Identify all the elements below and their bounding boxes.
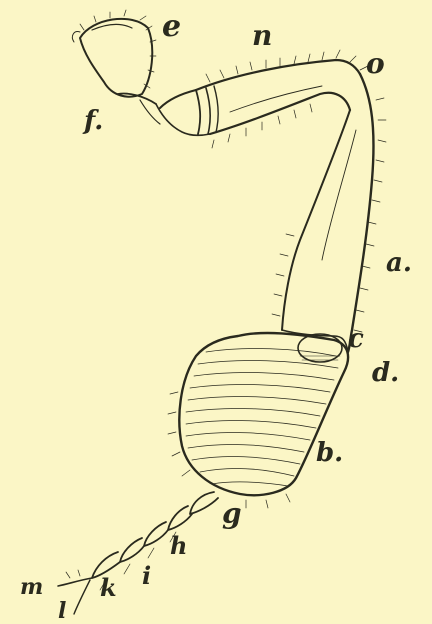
label-b: b. [316,440,343,466]
basal-segment-b [168,333,348,508]
claw-segment-e [72,10,156,97]
label-e: e [162,12,181,42]
forearm-a [272,74,386,352]
label-d: d. [372,360,399,386]
joint-rings [118,86,218,135]
label-l: l [58,600,66,622]
label-g: g [222,500,242,528]
label-n: n [252,22,272,50]
terminal-segments [58,492,218,614]
label-a: a. [386,250,412,276]
label-o: o [366,50,385,78]
label-k: k [100,576,117,600]
label-c: c [348,326,364,352]
label-h: h [170,534,187,558]
label-i: i [142,564,151,588]
label-m: m [20,576,43,598]
label-f: f. [84,108,103,134]
